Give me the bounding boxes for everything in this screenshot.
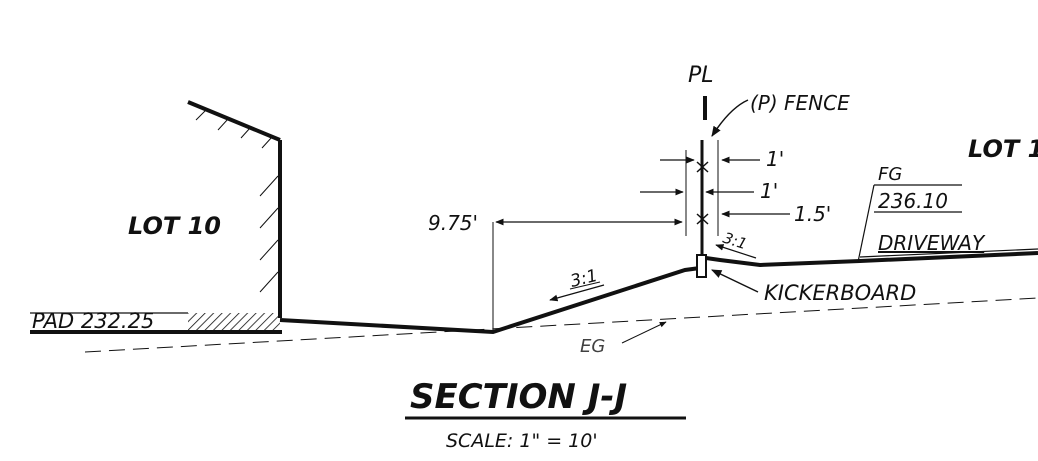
finished-grade-profile [279,266,701,335]
existing-grade-line [84,297,1038,353]
slope-main-underline [569,281,601,290]
dim-1a-label: 1' [766,147,784,171]
pad-hatch [188,313,280,331]
kickerboard [696,254,707,278]
driveway-grade [705,251,1038,268]
dim-15-label: 1.5' [794,202,831,226]
eg-label: EG [580,336,605,357]
dim-975-label: 9.75' [428,211,478,235]
lot-1-label: LOT 1 [968,135,1038,163]
slope-small-arrow [715,244,757,259]
fg-value: 236.10 [878,189,948,213]
dim-1b-label: 1' [760,179,778,203]
fg-label: FG [878,164,902,185]
lot-10-label: LOT 10 [128,212,221,240]
slope-main-arrow [549,284,605,302]
kickerboard-leader [711,269,759,293]
slope-small-label: 3:1 [721,229,750,254]
eg-leader [621,321,667,344]
driveway-label: DRIVEWAY [878,231,986,255]
pad-label: PAD 232.25 [32,309,154,333]
fence-leader [711,99,749,137]
scale-label: SCALE: 1" = 10' [446,430,598,452]
section-title: SECTION J-J [410,377,627,417]
kickerboard-label: KICKERBOARD [764,281,916,305]
lot-10-wall [187,100,282,318]
fg-box-left [857,184,875,263]
pl-label: PL [688,63,714,88]
fence-label: (P) FENCE [750,91,850,115]
